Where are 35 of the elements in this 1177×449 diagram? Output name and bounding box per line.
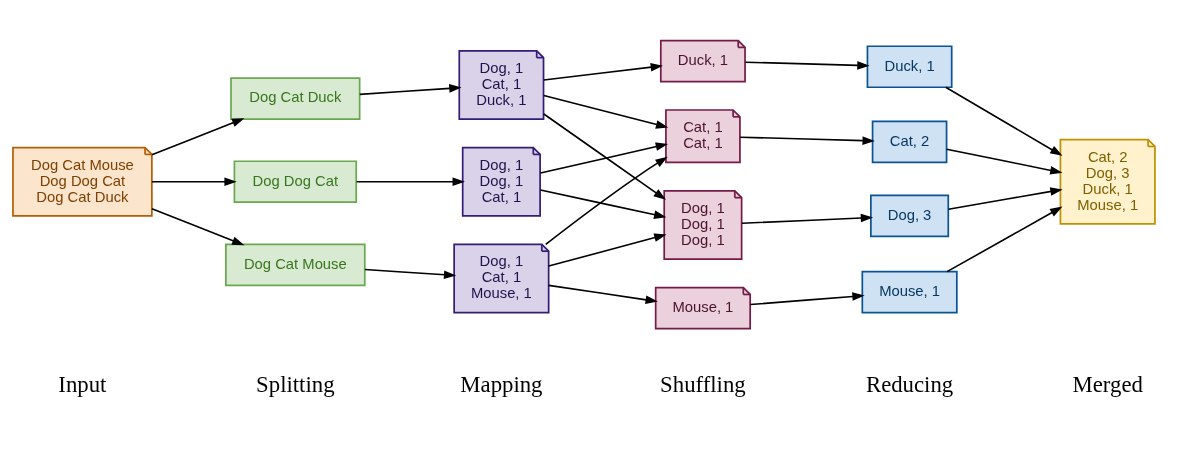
node-box: Dog Cat Mouse [225, 243, 366, 286]
node-box: Cat, 2 [871, 120, 948, 163]
arrow [151, 117, 245, 156]
arrow [151, 176, 237, 186]
label: Shuffling [660, 371, 746, 397]
arrow [543, 94, 669, 129]
arrow [947, 186, 1063, 210]
arrow [151, 207, 245, 245]
arrow [539, 188, 667, 219]
label: Merged [1072, 371, 1143, 397]
node-box: Mouse, 1 [861, 270, 958, 314]
label: Mapping [460, 371, 543, 397]
label: Reducing [865, 371, 954, 397]
arrow [946, 206, 1063, 272]
arrow [739, 135, 875, 145]
arrow [945, 147, 1063, 175]
arrow [544, 156, 668, 245]
arrow [547, 284, 658, 304]
arrow [355, 176, 465, 186]
arrow [539, 141, 668, 174]
arrow [543, 62, 663, 81]
arrow [359, 83, 462, 95]
arrow [543, 112, 666, 200]
arrow [944, 86, 1063, 156]
label: Input [58, 371, 107, 397]
arrow [741, 213, 874, 224]
arrow [364, 268, 457, 279]
node-box: Duck, 1 [866, 44, 953, 88]
node-box: Dog Cat Duck [230, 76, 361, 120]
arrow [749, 291, 865, 305]
arrow [547, 233, 667, 267]
node-box: Dog, 3 [870, 194, 950, 237]
node-box: Dog Dog Cat [233, 159, 358, 203]
label: Splitting [256, 371, 335, 397]
arrow [744, 60, 870, 70]
